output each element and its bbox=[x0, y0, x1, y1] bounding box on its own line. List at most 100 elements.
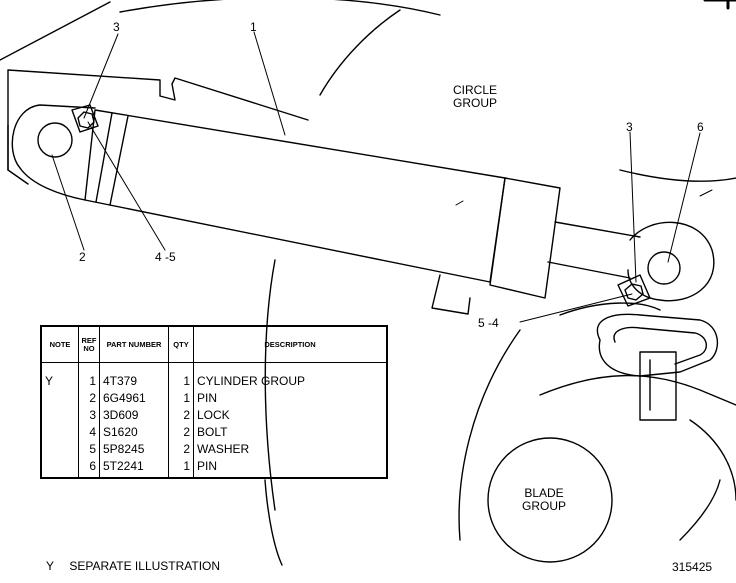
cell-note bbox=[40, 458, 79, 478]
callout-1: 1 bbox=[250, 20, 257, 34]
callout-4-5: 4 -5 bbox=[155, 250, 176, 264]
cell-note bbox=[40, 424, 79, 441]
circle-group-right-arc bbox=[458, 329, 521, 541]
blade-arc-upper bbox=[559, 302, 661, 316]
cell-description: PIN bbox=[193, 390, 388, 407]
cell-qty: 1 bbox=[168, 458, 194, 478]
cell-qty: 2 bbox=[168, 407, 194, 424]
leader-right-6 bbox=[667, 132, 701, 263]
footnote-symbol: Y bbox=[46, 559, 55, 573]
cell-note bbox=[40, 441, 79, 458]
cell-description: BOLT bbox=[193, 424, 388, 441]
cell-ref: 3 bbox=[78, 407, 100, 424]
mounting-lug bbox=[431, 274, 471, 315]
rod-end-pin bbox=[647, 251, 681, 285]
top-right-corner-mark bbox=[703, 0, 736, 10]
head-end-eye bbox=[11, 104, 96, 201]
cell-ref: 4 bbox=[78, 424, 100, 441]
leader-right-5-4 bbox=[519, 293, 633, 323]
cell-qty: 2 bbox=[168, 424, 194, 441]
cell-part-number: 4T379 bbox=[99, 362, 169, 390]
table-row: 6 5T2241 1 PIN bbox=[40, 458, 388, 478]
blade-group-label-line2: GROUP bbox=[521, 499, 566, 513]
leader-left-4-5 bbox=[87, 121, 166, 251]
cylinder-left-end-ring-2 bbox=[95, 112, 113, 203]
frame-bracket bbox=[7, 69, 309, 171]
blade-group-label: BLADE GROUP bbox=[516, 487, 572, 513]
lock-left bbox=[71, 104, 99, 133]
table-row: 4 S1620 2 BOLT bbox=[40, 424, 388, 441]
bolt-left bbox=[77, 111, 95, 129]
cell-ref: 5 bbox=[78, 441, 100, 458]
cylinder-barrel bbox=[84, 109, 506, 283]
circle-group-lower-arc-2 bbox=[264, 479, 283, 566]
cell-note: Y bbox=[40, 362, 79, 390]
cell-part-number: 6G4961 bbox=[99, 390, 169, 407]
blade-arc-mid bbox=[539, 374, 736, 406]
cell-note bbox=[40, 407, 79, 424]
blade-link bbox=[639, 351, 677, 421]
circle-group-left-arc bbox=[319, 9, 401, 96]
lock-right bbox=[617, 274, 651, 307]
table-row: 2 6G4961 1 PIN bbox=[40, 390, 388, 407]
frame-bracket-lower bbox=[7, 124, 29, 185]
table-header-row: NOTE REF NO PART NUMBER QTY DESCRIPTION bbox=[40, 325, 388, 363]
center-mark-right bbox=[699, 189, 713, 197]
callout-6: 6 bbox=[697, 120, 704, 134]
cell-qty: 2 bbox=[168, 441, 194, 458]
cell-description: LOCK bbox=[193, 407, 388, 424]
cell-qty: 1 bbox=[168, 390, 194, 407]
cell-ref: 2 bbox=[78, 390, 100, 407]
blade-bracket-inner bbox=[613, 326, 707, 365]
leader-top-1 bbox=[253, 31, 286, 136]
top-left-frame-line bbox=[0, 1, 111, 61]
leader-left-2 bbox=[51, 154, 85, 251]
parts-list-table: NOTE REF NO PART NUMBER QTY DESCRIPTION … bbox=[40, 325, 388, 479]
rod-end-eye bbox=[627, 221, 715, 302]
cylinder-left-end-ring bbox=[109, 115, 129, 206]
head-end-pin bbox=[37, 122, 73, 158]
cell-part-number: 3D609 bbox=[99, 407, 169, 424]
circle-group-label-line2: GROUP bbox=[452, 96, 497, 110]
blade-bracket-loop bbox=[596, 313, 719, 377]
cell-part-number: 5P8245 bbox=[99, 441, 169, 458]
leader-top-3 bbox=[83, 33, 119, 119]
header-note: NOTE bbox=[40, 325, 79, 363]
center-mark-circle bbox=[455, 200, 464, 206]
cell-part-number: 5T2241 bbox=[99, 458, 169, 478]
header-part-number: PART NUMBER bbox=[99, 325, 169, 363]
circle-group-label: CIRCLE GROUP bbox=[447, 84, 503, 110]
callout-3-right: 3 bbox=[626, 120, 633, 134]
table-row: 5 5P8245 2 WASHER bbox=[40, 441, 388, 458]
leader-right-3 bbox=[629, 131, 637, 283]
callout-5-4: 5 -4 bbox=[478, 316, 499, 330]
callout-2: 2 bbox=[79, 250, 86, 264]
cell-ref: 1 bbox=[78, 362, 100, 390]
table-row: 3 3D609 2 LOCK bbox=[40, 407, 388, 424]
footnote-text: SEPARATE ILLUSTRATION bbox=[69, 559, 221, 573]
header-description: DESCRIPTION bbox=[193, 325, 388, 363]
bolt-right bbox=[624, 283, 644, 301]
blade-group-circle bbox=[487, 437, 613, 563]
circle-group-label-line1: CIRCLE bbox=[452, 83, 497, 97]
cell-description: CYLINDER GROUP bbox=[193, 362, 388, 390]
rod-collar bbox=[489, 177, 561, 299]
callout-3-top: 3 bbox=[113, 20, 120, 34]
header-ref-no: REF NO bbox=[78, 325, 100, 363]
blade-bracket bbox=[619, 169, 736, 182]
circle-group-outline bbox=[119, 0, 441, 16]
blade-arc-bottom bbox=[679, 479, 721, 541]
cell-description: PIN bbox=[193, 458, 388, 478]
cell-ref: 6 bbox=[78, 458, 100, 478]
footnote: Y SEPARATE ILLUSTRATION bbox=[46, 559, 220, 573]
blade-arc-right bbox=[689, 419, 736, 501]
cylinder-rod bbox=[547, 221, 641, 279]
cell-part-number: S1620 bbox=[99, 424, 169, 441]
cell-note bbox=[40, 390, 79, 407]
cell-qty: 1 bbox=[168, 362, 194, 390]
blade-group-label-line1: BLADE bbox=[524, 486, 564, 500]
cell-description: WASHER bbox=[193, 441, 388, 458]
header-qty: QTY bbox=[168, 325, 194, 363]
table-row: Y 1 4T379 1 CYLINDER GROUP bbox=[40, 362, 388, 390]
